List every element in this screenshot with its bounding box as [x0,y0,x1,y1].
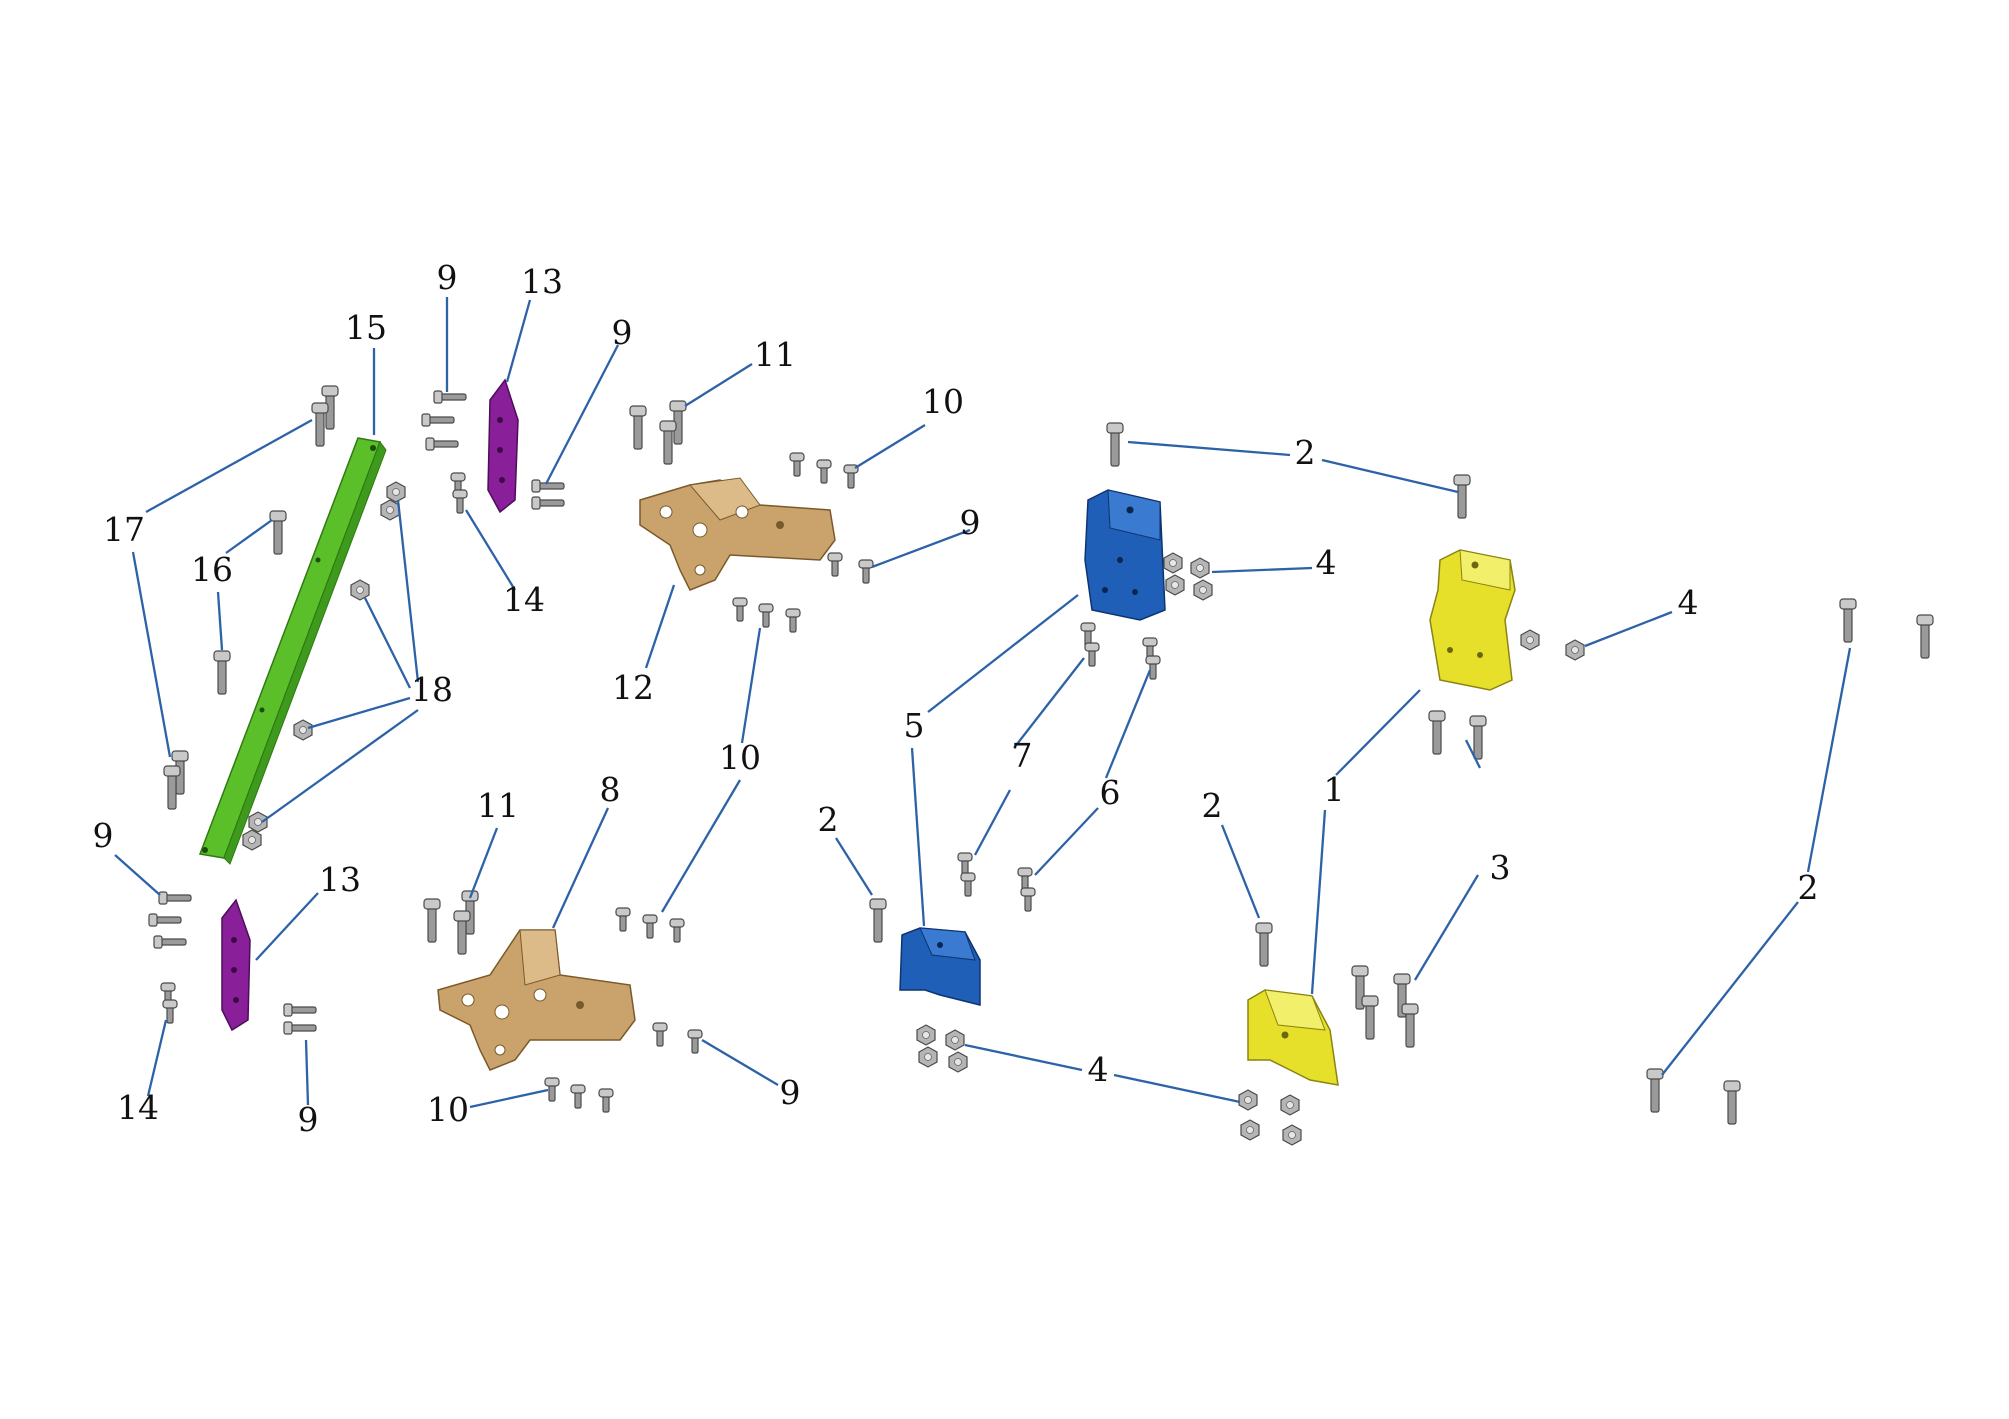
callout-6: 6 [1100,773,1121,812]
callout-2-far-right: 2 [1798,868,1819,907]
callout-4-bottom: 4 [1088,1050,1109,1089]
callout-2-yellow-lower: 2 [1202,786,1223,825]
blue-bracket-lower [899,927,981,1006]
callout-11-lower: 11 [477,786,519,825]
callout-10-bottom: 10 [427,1090,469,1129]
callout-12: 12 [612,668,654,707]
callout-13-lower: 13 [319,860,361,899]
callout-7: 7 [1012,736,1033,775]
callout-5: 5 [904,706,925,745]
callout-10-upper: 10 [922,382,964,421]
callout-11-upper: 11 [754,335,796,374]
callout-9-lower-plate: 9 [298,1100,319,1139]
callout-3: 3 [1490,848,1511,887]
yellow-bracket-lower [1247,989,1339,1086]
callout-8: 8 [600,770,621,809]
callout-labels: 15 13 9 9 17 16 14 18 11 10 9 12 10 2 4 … [93,258,1819,1139]
callout-15: 15 [345,308,387,347]
callout-1: 1 [1324,770,1345,809]
callout-9-upper-right-plate: 9 [612,313,633,352]
yellow-bracket-upper [1429,549,1516,691]
blue-bracket-upper [1084,489,1166,621]
callout-9-tan-upper: 9 [960,503,981,542]
callout-13-upper: 13 [521,262,563,301]
fasteners [148,385,1934,1146]
callout-2-blue-lower: 2 [818,800,839,839]
tan-bracket-upper [639,477,836,591]
magenta-plate-upper [487,378,519,514]
callout-18: 18 [411,670,453,709]
callout-4-yellow-upper: 4 [1678,583,1699,622]
callout-2-top: 2 [1295,433,1316,472]
callout-16: 16 [191,550,233,589]
magenta-plate-lower [221,898,251,1032]
tan-bracket-lower [437,929,636,1071]
callout-9-lower-left: 9 [93,816,114,855]
callout-9-upper-left: 9 [437,258,458,297]
callout-9-tan-lower: 9 [780,1073,801,1112]
callout-14-lower: 14 [117,1088,159,1127]
leader-lines [114,297,1852,1109]
callout-4-blue-upper: 4 [1316,543,1337,582]
callout-17: 17 [103,510,145,549]
callout-10-middle: 10 [719,738,761,777]
callout-14-upper: 14 [503,580,545,619]
green-cross-bar [198,437,387,865]
